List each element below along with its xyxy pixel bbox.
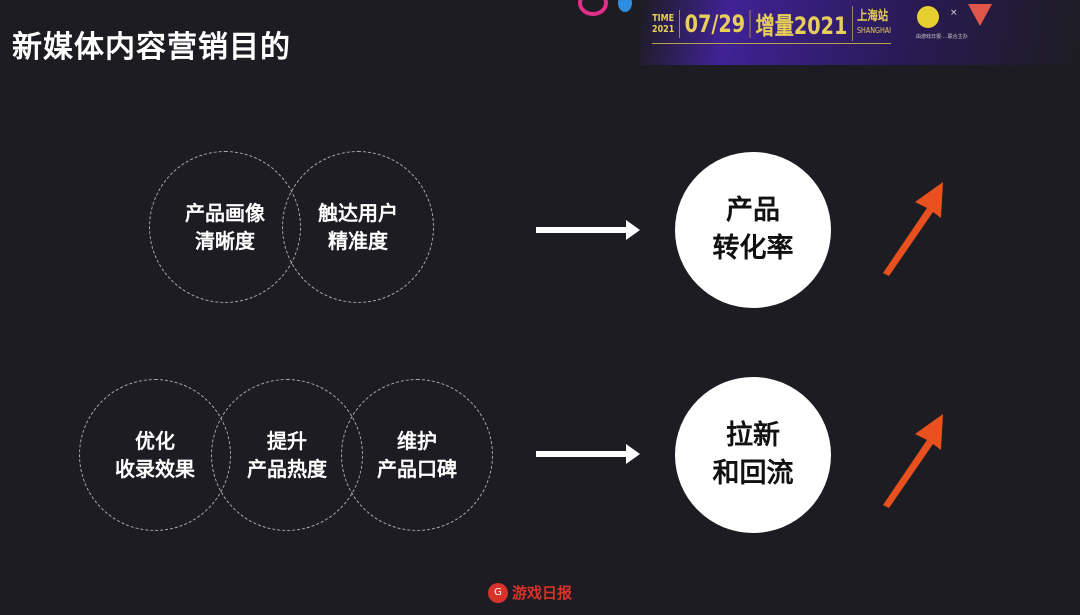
play-logo-icon <box>968 4 992 26</box>
banner-city-en: SHANGHAI <box>856 25 892 35</box>
brand-logo-icon: G <box>488 582 508 603</box>
dashed-circle <box>282 151 434 303</box>
decor-shape <box>618 0 632 12</box>
right-arrow-icon <box>536 220 640 240</box>
event-banner-bg <box>640 0 1080 65</box>
brand-name: 游戏日报 <box>512 584 573 602</box>
circle-label: 提升 产品热度 <box>247 429 327 481</box>
decor-shape <box>578 0 608 16</box>
result-circle: 产品 转化率 <box>675 152 831 308</box>
banner-year: 2021 <box>652 23 675 35</box>
right-arrow-icon <box>536 444 640 464</box>
page-title: 新媒体内容营销目的 <box>12 30 291 65</box>
banner-subtitle: 由游戏日报·…联合主办 <box>916 34 968 40</box>
footer-logo: G 游戏日报 <box>488 582 572 603</box>
circle-label: 产品画像 清晰度 <box>185 201 265 253</box>
up-right-arrow-icon <box>883 182 943 276</box>
circle-label: 维护 产品口碑 <box>377 429 457 481</box>
banner-date: 07/29 <box>679 9 751 38</box>
up-right-arrow-icon <box>883 414 943 508</box>
banner-city: 上海站 <box>856 8 889 24</box>
result-circle: 拉新 和回流 <box>675 377 831 533</box>
circle-label: 优化 收录效果 <box>115 429 195 481</box>
dashed-circle <box>341 379 493 531</box>
circle-label: 触达用户 精准度 <box>318 201 398 253</box>
banner-x: × <box>950 8 958 18</box>
banner-time: TIME <box>652 12 675 24</box>
banner-event: 增量2021 <box>751 6 853 41</box>
partner-logo-icon <box>917 6 939 28</box>
